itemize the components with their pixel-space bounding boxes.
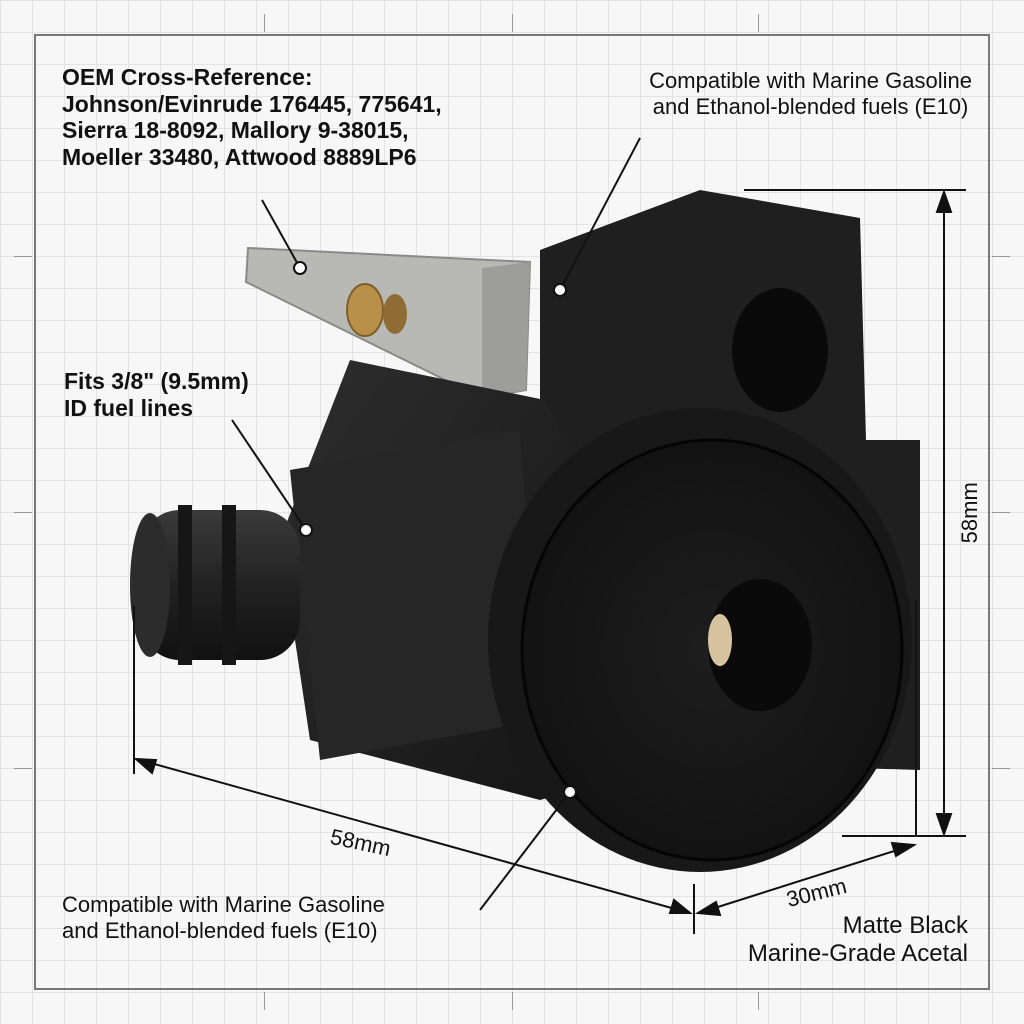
hose-barb	[130, 505, 300, 665]
oem-line: Johnson/Evinrude 176445, 775641,	[62, 90, 442, 117]
dimension-lines	[133, 188, 966, 934]
compat-line: and Ethanol-blended fuels (E10)	[62, 917, 378, 943]
crop-mark	[264, 14, 265, 32]
rivet	[346, 283, 384, 337]
crop-mark	[992, 256, 1010, 257]
oem-cross-reference-label: OEM Cross-Reference: Johnson/Evinrude 17…	[62, 64, 442, 171]
crop-mark	[512, 14, 513, 32]
material-line: Marine-Grade Acetal	[747, 939, 968, 967]
callout-dots	[293, 261, 577, 799]
height-dimension-label: 58mm	[957, 482, 983, 544]
crop-mark	[512, 992, 513, 1010]
fuel-compatibility-label-bottom: Compatible with Marine Gasoline and Etha…	[62, 892, 385, 943]
crop-mark	[758, 992, 759, 1010]
material-label: Matte Black Marine-Grade Acetal	[748, 912, 968, 968]
compat-line: and Ethanol-blended fuels (E10)	[652, 93, 969, 119]
content-frame	[34, 34, 990, 990]
crop-mark	[264, 992, 265, 1010]
callout-dot	[563, 785, 577, 799]
callout-dot	[553, 283, 567, 297]
compat-line: Compatible with Marine Gasoline	[62, 892, 385, 917]
callout-dot	[299, 523, 313, 537]
crop-mark	[14, 512, 32, 513]
oem-line: OEM Cross-Reference:	[62, 64, 313, 90]
callout-dot	[293, 261, 307, 275]
metal-bracket	[244, 246, 532, 400]
fuel-compatibility-label-top: Compatible with Marine Gasoline and Etha…	[649, 68, 972, 119]
crop-mark	[992, 768, 1010, 769]
oem-line: Moeller 33480, Attwood 8889LP6	[62, 144, 417, 171]
connector-face	[488, 408, 912, 872]
callout-lines	[231, 137, 641, 911]
compat-line: Compatible with Marine Gasoline	[649, 68, 972, 93]
fuel-line-size-label: Fits 3/8" (9.5mm) ID fuel lines	[64, 368, 249, 421]
crop-mark	[758, 14, 759, 32]
fits-line: ID fuel lines	[64, 394, 194, 421]
crop-mark	[14, 768, 32, 769]
crop-mark	[14, 256, 32, 257]
mounting-hole	[732, 288, 828, 412]
crop-mark	[992, 512, 1010, 513]
oem-line: Sierra 18-8092, Mallory 9-38015,	[62, 117, 409, 144]
fits-line: Fits 3/8" (9.5mm)	[64, 368, 249, 394]
fuel-port	[708, 579, 812, 711]
material-line: Matte Black	[842, 912, 968, 939]
